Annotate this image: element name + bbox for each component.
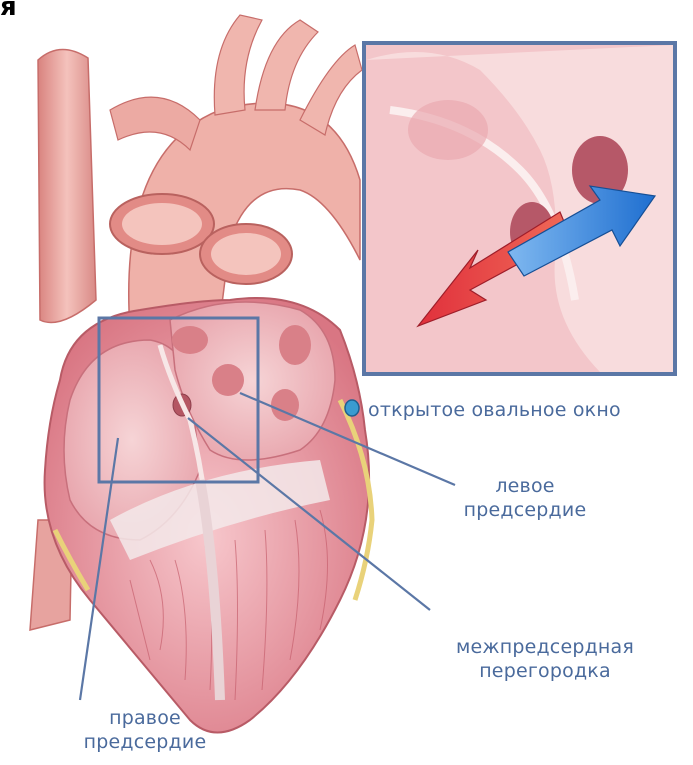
pulmonary-vein-opening-2 [279,325,311,365]
artery-left [110,97,200,150]
left-atrium-label-line1: левое [425,474,625,498]
vena-cava [38,49,96,322]
artery-branch-2 [255,20,318,110]
pulmonary-vein-opening-3 [212,364,244,396]
artery-branch-3 [300,45,362,135]
left-atrium-label-line2: предсердие [425,498,625,522]
right-atrium-label-line1: правое [40,706,250,730]
right-atrium-label: правое предсердие [40,706,250,754]
artery-branch-1 [214,15,262,115]
inset-panel [364,43,675,374]
septum-label-line1: межпредсердная [420,635,670,659]
pulmonary-vein-opening-1 [172,326,208,354]
coronary-vessel-marker [345,400,359,416]
septum-label-line2: перегородка [420,659,670,683]
septum-label: межпредсердная перегородка [420,635,670,683]
open-oval-window-label: открытое овальное окно [368,398,621,422]
left-atrium-label: левое предсердие [425,474,625,522]
right-atrium-label-line2: предсердие [40,730,250,754]
corner-letter: я [0,0,17,22]
